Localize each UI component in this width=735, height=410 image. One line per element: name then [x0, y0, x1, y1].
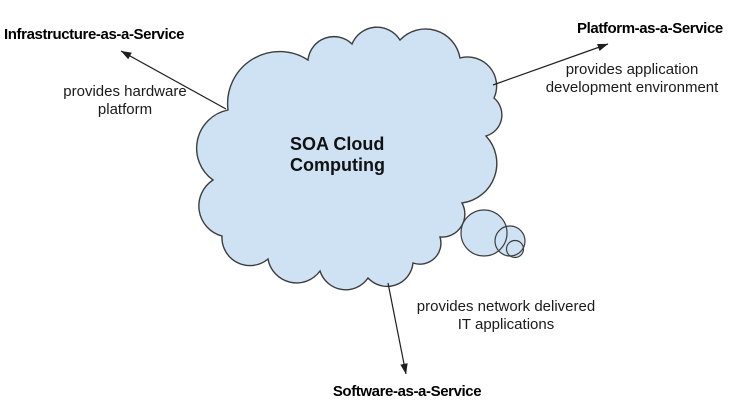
paas-title: Platform-as-a-Service — [577, 20, 723, 37]
cloud-label-line2: Computing — [290, 155, 385, 175]
thought-bubbles — [460, 209, 526, 259]
cloud-label-line1: SOA Cloud — [290, 134, 385, 154]
paas-desc-line2: development environment — [545, 79, 719, 96]
saas-desc-line1: provides network delivered — [416, 298, 596, 315]
paas-desc-line1: provides application — [565, 61, 699, 78]
cloud-label: SOA Cloud Computing — [290, 134, 385, 176]
arrow-to-iaas — [120, 50, 227, 110]
saas-title: Software-as-a-Service — [332, 383, 482, 400]
paas-description: provides application development environ… — [522, 61, 735, 97]
thought-bubble-fills — [461, 210, 525, 258]
iaas-desc-line2: platform — [97, 101, 153, 118]
iaas-description: provides hardware platform — [50, 83, 200, 119]
saas-desc-line2: IT applications — [457, 316, 555, 333]
arrows — [120, 43, 609, 375]
thought-bubble-outlines — [460, 209, 526, 259]
arrow-to-saas — [387, 282, 408, 375]
bubble-large — [460, 209, 508, 257]
bubble-small — [505, 239, 525, 259]
arrow-to-paas — [492, 43, 609, 86]
iaas-desc-line1: provides hardware — [63, 83, 187, 100]
iaas-title: Infrastructure-as-a-Service — [4, 26, 185, 43]
saas-description: provides network delivered IT applicatio… — [396, 298, 616, 334]
